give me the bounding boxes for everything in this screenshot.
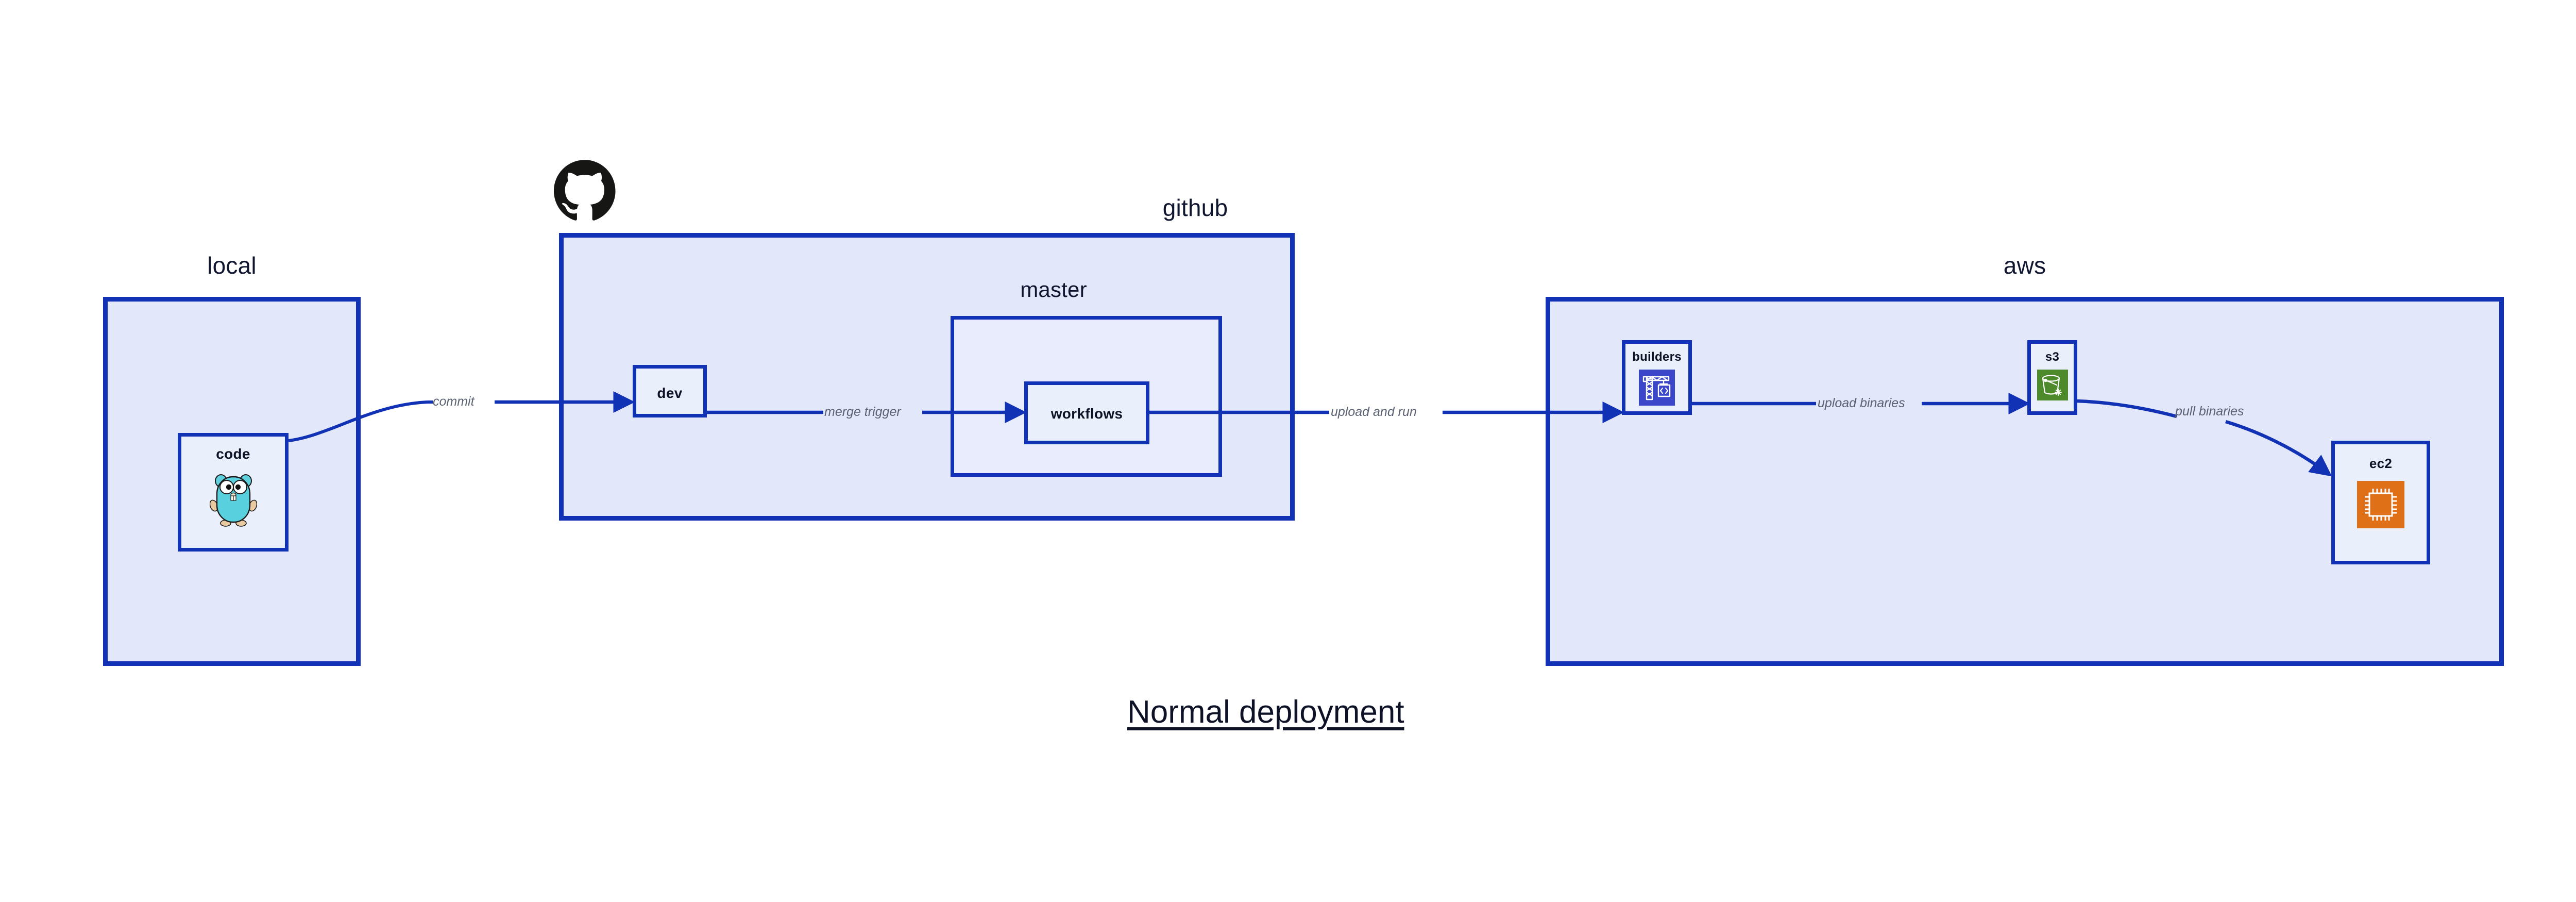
node-label-builders: builders: [1632, 350, 1682, 364]
group-label-aws: aws: [2003, 252, 2046, 279]
aws-s3-bucket-icon: [2037, 370, 2068, 403]
aws-ec2-chip-icon: [2357, 481, 2404, 531]
edge-label-pull-binaries: pull binaries: [2175, 404, 2244, 419]
node-label-workflows: workflows: [1050, 406, 1123, 422]
node-code[interactable]: code: [178, 433, 289, 552]
node-label-code: code: [216, 446, 250, 462]
edge-label-upload-binaries: upload binaries: [1818, 396, 1905, 410]
edge-label-upload-and-run: upload and run: [1331, 405, 1417, 419]
group-label-github: github: [1162, 194, 1228, 221]
diagram-title: Normal deployment: [1127, 694, 1404, 730]
node-workflows[interactable]: workflows: [1024, 381, 1149, 444]
node-s3[interactable]: s3: [2027, 340, 2077, 415]
node-label-dev: dev: [657, 385, 683, 401]
node-ec2[interactable]: ec2: [2331, 441, 2430, 564]
node-label-ec2: ec2: [2369, 456, 2393, 471]
node-builders[interactable]: builders: [1622, 340, 1692, 415]
go-gopher-icon: [209, 470, 257, 530]
node-dev[interactable]: dev: [633, 365, 707, 417]
group-label-local: local: [207, 252, 257, 279]
node-label-s3: s3: [2045, 350, 2060, 364]
edge-label-merge-trigger: merge trigger: [824, 405, 901, 419]
group-label-master: master: [1020, 277, 1087, 302]
github-octocat-logo: [554, 160, 616, 223]
aws-builders-crane-icon: [1639, 370, 1675, 408]
edge-label-commit: commit: [433, 394, 474, 409]
